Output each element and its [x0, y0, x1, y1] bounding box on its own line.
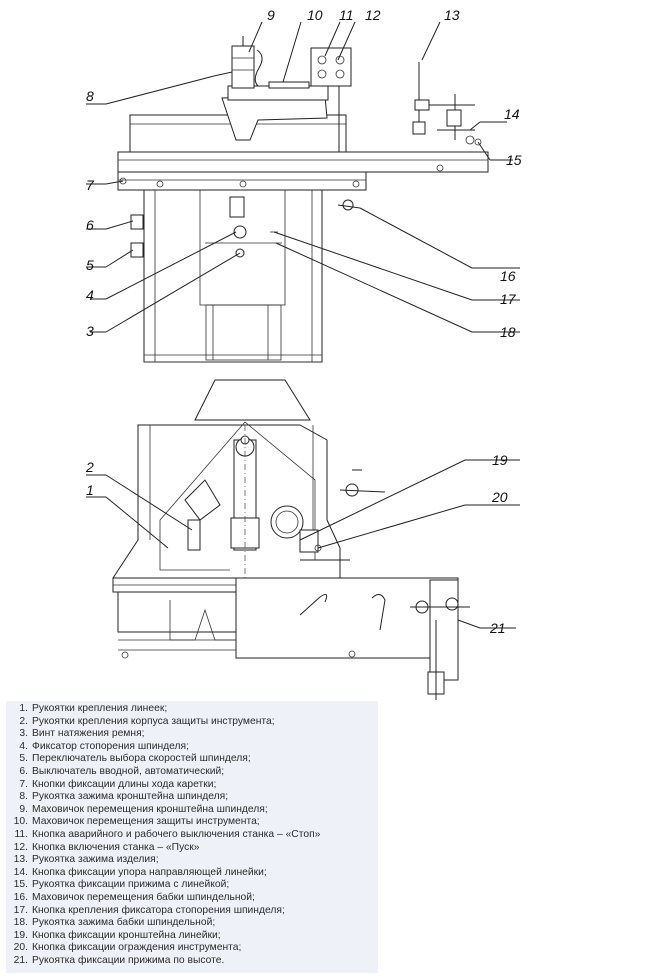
label-21: 21	[489, 620, 506, 636]
legend-item-number: 9.	[19, 803, 28, 815]
legend-item: 11. Кнопка аварийного и рабочего выключен…	[6, 829, 378, 842]
legend-item-number: 15.	[13, 879, 28, 891]
legend-item-number: 18.	[13, 917, 28, 929]
legend-item: 21. Рукоятка фиксации прижима по высоте.	[6, 955, 378, 968]
legend-item-number: 6.	[19, 765, 28, 777]
label-10: 10	[307, 7, 323, 23]
label-2: 2	[85, 459, 94, 475]
legend-item: 15. Рукоятка фиксации прижима с линейкой;	[6, 879, 378, 892]
legend-item: 19. Кнопка фиксации кронштейна линейки;	[6, 930, 378, 943]
legend-item: 14. Кнопка фиксации упора направляющей ли…	[6, 867, 378, 880]
legend-item-number: 4.	[19, 740, 28, 752]
side-view: 19 2 20 1 21	[85, 379, 520, 700]
legend-item: 18. Рукоятка зажима бабки шпиндельной;	[6, 917, 378, 930]
legend-item-number: 12.	[13, 841, 28, 853]
legend-item-number: 17.	[13, 904, 28, 916]
legend-item: 12. Кнопка включения станка – «Пуск»	[6, 842, 378, 855]
label-17: 17	[500, 291, 517, 307]
label-15: 15	[506, 152, 522, 168]
legend-item-text: Рукоятка зажима бабки шпиндельной;	[32, 917, 216, 929]
legend-item: 6. Выключатель вводной, автоматический;	[6, 766, 378, 779]
legend-item-number: 1.	[19, 703, 28, 714]
legend-item: 9. Маховичок перемещения кронштейна шпинд…	[6, 804, 378, 817]
legend-item-text: Винт натяжения ремня;	[32, 728, 145, 740]
legend-item-text: Рукоятка зажима изделия;	[32, 854, 159, 866]
legend-item-text: Маховичок перемещения бабки шпиндельной;	[32, 891, 255, 903]
legend-item-text: Кнопки фиксации длины хода каретки;	[32, 778, 217, 790]
legend-item-text: Кнопка фиксации кронштейна линейки;	[32, 929, 221, 941]
legend-item-number: 21.	[13, 954, 28, 966]
legend-item: 5. Переключатель выбора скоростей шпиндел…	[6, 753, 378, 766]
legend-item: 13. Рукоятка зажима изделия;	[6, 854, 378, 867]
label-6: 6	[86, 217, 94, 233]
label-1: 1	[86, 482, 94, 498]
machine-drawing: 9 10 11 12 13 8 14 15 7 6 5 16 4 17 3 18	[85, 7, 522, 700]
legend-item-text: Кнопка крепления фиксатора стопорения шп…	[32, 904, 285, 916]
legend-item-number: 19.	[13, 929, 28, 941]
label-7: 7	[86, 177, 95, 193]
legend-item-text: Кнопка включения станка – «Пуск»	[32, 841, 200, 853]
legend-item-number: 8.	[19, 791, 28, 803]
legend-item-text: Маховичок перемещения кронштейна шпиндел…	[32, 803, 268, 815]
legend-item-number: 5.	[19, 753, 28, 765]
legend-item: 4. Фиксатор стопорения шпинделя;	[6, 741, 378, 754]
legend-item-text: Фиксатор стопорения шпинделя;	[32, 740, 189, 752]
legend-item-text: Рукоятка фиксации прижима по высоте.	[32, 954, 225, 966]
legend-item-text: Рукоятка фиксации прижима с линейкой;	[32, 879, 230, 891]
top-view: 9 10 11 12 13 8 14 15 7 6 5 16 4 17 3 18	[86, 7, 522, 363]
label-19: 19	[492, 452, 508, 468]
label-3: 3	[86, 323, 94, 339]
legend-item-number: 13.	[13, 854, 28, 866]
legend-item: 2. Рукоятки крепления корпуса защиты инст…	[6, 716, 378, 729]
label-12: 12	[365, 7, 381, 23]
legend-item: 20. Кнопка фиксации ограждения инструмент…	[6, 942, 378, 955]
legend-item-number: 14.	[13, 866, 28, 878]
legend-item-text: Рукоятки крепления линеек;	[32, 703, 168, 714]
legend-panel: 1. Рукоятки крепления линеек; 2. Рукоятки к…	[6, 701, 378, 973]
label-18: 18	[500, 324, 516, 340]
legend-list: 1. Рукоятки крепления линеек; 2. Рукоятки к…	[6, 701, 378, 967]
label-5: 5	[86, 257, 94, 273]
legend-item-number: 3.	[19, 728, 28, 740]
legend-item-number: 7.	[19, 778, 28, 790]
legend-item-number: 20.	[13, 942, 28, 954]
legend-item-text: Рукоятки крепления корпуса защиты инстру…	[32, 715, 275, 727]
legend-item: 1. Рукоятки крепления линеек;	[6, 703, 378, 716]
legend-item: 17. Кнопка крепления фиксатора стопорения…	[6, 905, 378, 918]
label-9: 9	[267, 7, 275, 23]
legend-item: 10. Маховичок перемещения защиты инструме…	[6, 816, 378, 829]
legend-item-number: 16.	[13, 891, 28, 903]
legend-item: 3. Винт натяжения ремня;	[6, 728, 378, 741]
legend-item-text: Кнопка фиксации упора направляющей линей…	[32, 866, 267, 878]
legend-item-text: Выключатель вводной, автоматический;	[32, 765, 225, 777]
label-16: 16	[500, 268, 516, 284]
label-8: 8	[86, 88, 94, 104]
label-20: 20	[491, 489, 508, 505]
legend-item-text: Кнопка фиксации ограждения инструмента;	[32, 942, 242, 954]
legend-item-text: Кнопка аварийного и рабочего выключения …	[32, 828, 321, 840]
legend-item-number: 10.	[13, 816, 28, 828]
label-13: 13	[444, 7, 460, 23]
legend-item: 7. Кнопки фиксации длины хода каретки;	[6, 779, 378, 792]
legend-item-text: Переключатель выбора скоростей шпинделя;	[32, 753, 251, 765]
legend-item: 16. Маховичок перемещения бабки шпиндельн…	[6, 892, 378, 905]
legend-item-number: 2.	[19, 715, 28, 727]
legend-item-number: 11.	[14, 828, 28, 840]
legend-item: 8. Рукоятка зажима кронштейна шпинделя;	[6, 791, 378, 804]
legend-item-text: Рукоятка зажима кронштейна шпинделя;	[32, 791, 229, 803]
label-11: 11	[339, 7, 354, 23]
label-14: 14	[504, 106, 520, 122]
label-4: 4	[86, 287, 94, 303]
legend-item-text: Маховичок перемещения защиты инструмента…	[32, 816, 260, 828]
